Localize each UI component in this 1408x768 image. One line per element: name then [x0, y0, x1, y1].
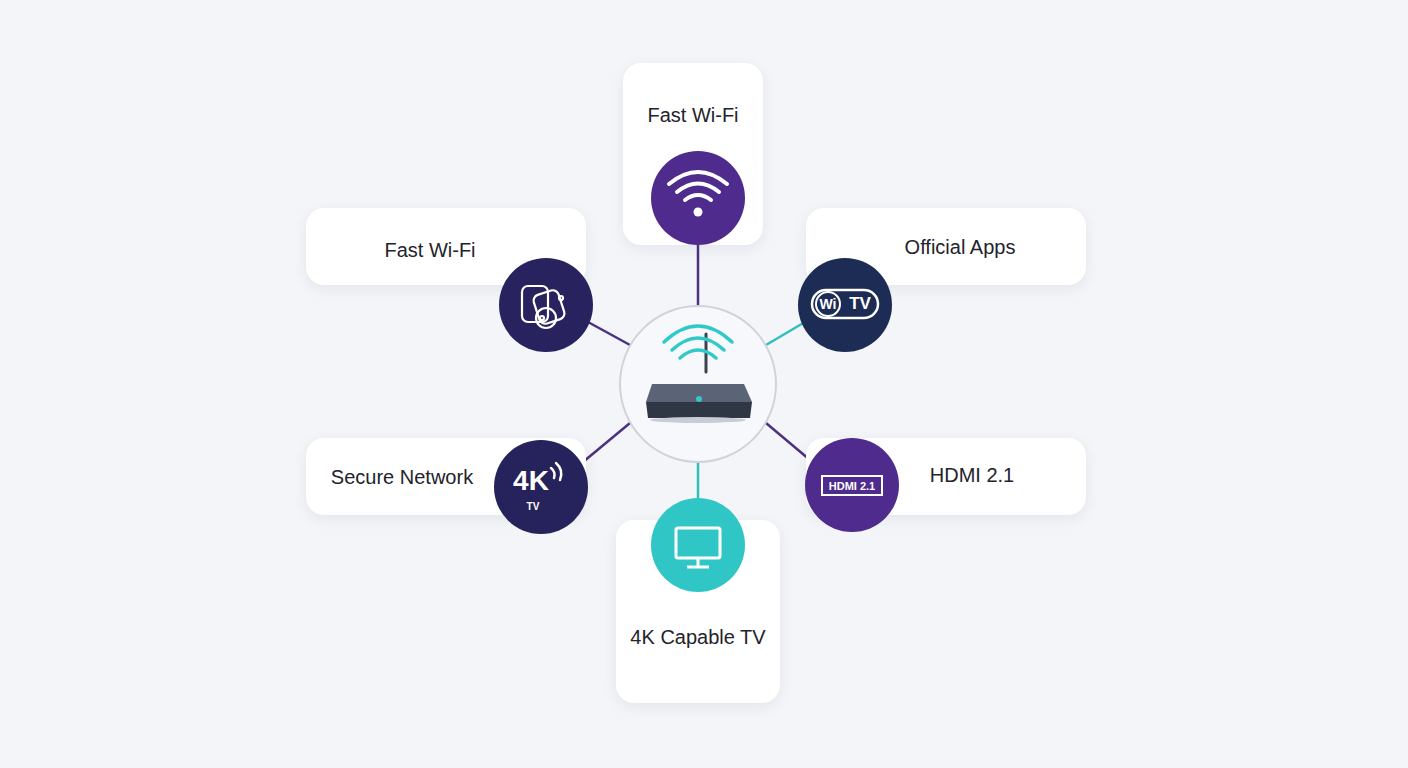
spoke-line: [766, 322, 805, 345]
spoke-line: [583, 423, 630, 462]
feature-label: Official Apps: [905, 236, 1016, 259]
spoke-line: [697, 462, 700, 498]
monitor-icon: [651, 498, 745, 592]
router-illustration: [646, 326, 752, 423]
hub-circle: [620, 306, 776, 462]
devices-icon: [499, 258, 593, 352]
icon-label: Wi: [820, 296, 837, 312]
hdmi-icon: [805, 438, 899, 532]
feature-card: HDMI 2.1: [806, 438, 1086, 515]
spoke-line: [766, 423, 810, 460]
feature-label: Secure Network: [331, 466, 473, 489]
spoke-line: [588, 322, 630, 345]
feature-card: 4K Capable TV: [616, 520, 779, 703]
feature-label: Fast Wi-Fi: [384, 239, 475, 262]
feature-label: 4K Capable TV: [630, 626, 765, 649]
spoke-line: [697, 245, 700, 306]
tv-app-icon: [798, 258, 892, 352]
icon-label: TV: [527, 501, 540, 512]
feature-card: Official Apps: [806, 208, 1086, 285]
icon-label: 4K: [513, 465, 549, 497]
feature-card: Fast Wi-Fi: [623, 63, 763, 245]
feature-card: Fast Wi-Fi: [306, 208, 586, 285]
wifi-icon: [651, 151, 745, 245]
feature-label: Fast Wi-Fi: [647, 104, 738, 127]
icon-label: TV: [849, 294, 871, 314]
4k-tv-icon: [494, 440, 588, 534]
icon-label: HDMI 2.1: [829, 480, 875, 492]
feature-label: HDMI 2.1: [930, 464, 1014, 487]
